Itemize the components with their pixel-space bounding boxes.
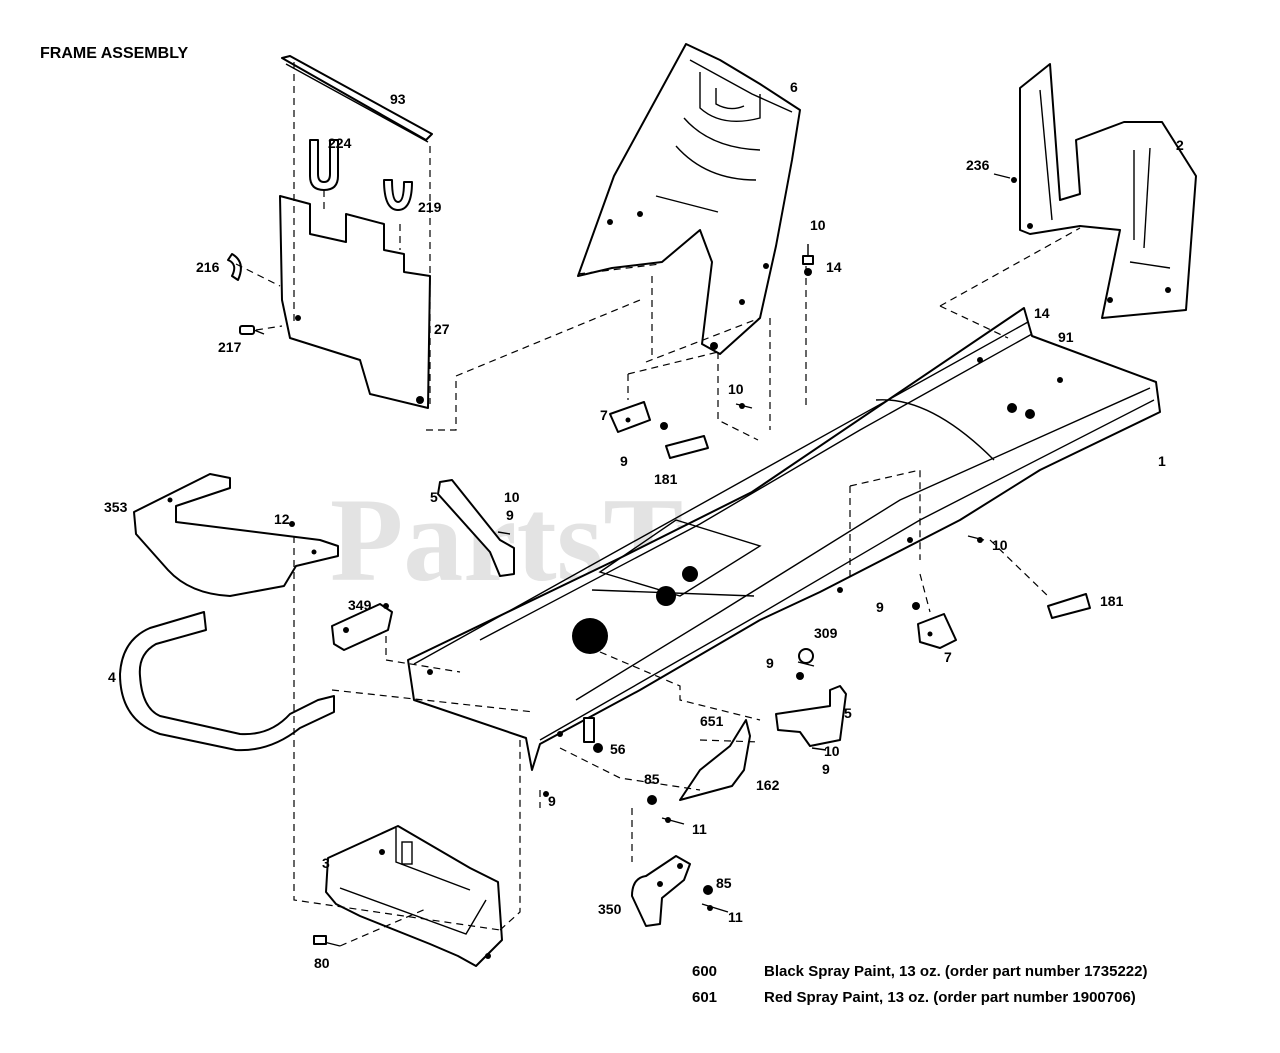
part-224-u-clip	[309, 139, 339, 191]
part-14-nut-a	[804, 268, 812, 276]
callout-93: 93	[390, 91, 406, 107]
callout-labels: 93 224 219 216 27 217 6 10 14 236 2 14 9…	[104, 79, 1184, 971]
note-text-601: Red Spray Paint, 13 oz. (order part numb…	[764, 989, 1136, 1006]
callout-9-b: 9	[506, 507, 514, 523]
part-162-guard	[679, 719, 751, 801]
part-11-bolt-b	[701, 903, 729, 913]
part-11-bolt-a	[661, 817, 685, 825]
callout-27: 27	[434, 321, 450, 337]
callout-350: 350	[598, 901, 622, 917]
callout-7-a: 7	[600, 407, 608, 423]
callout-80: 80	[314, 955, 330, 971]
callout-217: 217	[218, 339, 242, 355]
part-349-latch	[331, 603, 393, 651]
callout-85-a: 85	[644, 771, 660, 787]
part-6-dash-panel	[577, 43, 801, 355]
callout-10-e: 10	[824, 743, 840, 759]
part-216-grommet	[227, 253, 242, 281]
part-181-strip-a	[665, 435, 709, 459]
assembly-guide-lines	[235, 62, 1081, 947]
part-10-bolt-b	[735, 403, 753, 409]
callout-5-a: 5	[430, 489, 438, 505]
part-181-strip-b	[1047, 593, 1091, 619]
part-353-footrest-plate	[133, 473, 339, 597]
callout-56: 56	[610, 741, 626, 757]
callout-12: 12	[274, 511, 290, 527]
note-text-600: Black Spray Paint, 13 oz. (order part nu…	[764, 963, 1147, 980]
callout-1: 1	[1158, 453, 1166, 469]
callout-10-c: 10	[504, 489, 520, 505]
part-236-bolt	[993, 173, 1017, 183]
callout-353: 353	[104, 499, 128, 515]
part-85-nut-a	[647, 795, 657, 805]
callout-3: 3	[322, 855, 330, 871]
callout-216: 216	[196, 259, 220, 275]
callout-309: 309	[814, 625, 838, 641]
part-2-rear-plate	[1019, 63, 1197, 319]
note-part-600: 600	[692, 963, 717, 980]
callout-85-b: 85	[716, 875, 732, 891]
callout-9-d: 9	[766, 655, 774, 671]
part-10-9-bolts-c	[497, 531, 511, 535]
callout-91: 91	[1058, 329, 1074, 345]
callout-10-b: 10	[728, 381, 744, 397]
callout-224: 224	[328, 135, 352, 151]
callout-10-a: 10	[810, 217, 826, 233]
callout-11-b: 11	[728, 909, 743, 925]
callout-162: 162	[756, 777, 780, 793]
part-7-bracket-a	[609, 401, 651, 433]
callout-349: 349	[348, 597, 372, 613]
part-10-bolt-e	[811, 747, 827, 751]
part-9-nut-d	[796, 672, 804, 680]
callout-219: 219	[418, 199, 442, 215]
diagram-title: FRAME ASSEMBLY	[40, 45, 188, 62]
callout-9-c: 9	[876, 599, 884, 615]
part-217-bolt	[239, 325, 265, 335]
callout-14-a: 14	[826, 259, 842, 275]
part-4-bumper-tube	[119, 611, 335, 752]
callout-5-b: 5	[844, 705, 852, 721]
callout-14-b: 14	[1034, 305, 1050, 321]
part-350-lever	[631, 855, 691, 927]
part-27-panel	[279, 195, 431, 409]
callout-181-a: 181	[654, 471, 678, 487]
part-7-bracket-b	[917, 613, 957, 649]
part-56-spacer	[583, 717, 603, 753]
part-10-bolt-d	[967, 535, 985, 543]
callout-9-a: 9	[620, 453, 628, 469]
callout-6: 6	[790, 79, 798, 95]
part-309-spacer	[797, 648, 815, 667]
callout-7-b: 7	[944, 649, 952, 665]
part-80-bolt	[313, 935, 341, 947]
part-12-screw	[289, 521, 295, 527]
part-3-battery-tray	[325, 825, 503, 967]
part-5-brace-b	[775, 685, 847, 747]
callout-10-d: 10	[992, 537, 1008, 553]
part-85-nut-b	[703, 885, 713, 895]
part-10-bolt-a	[802, 244, 814, 265]
callout-651: 651	[700, 713, 724, 729]
part-9-nut-f	[543, 791, 549, 797]
paint-notes: 600 Black Spray Paint, 13 oz. (order par…	[692, 963, 1147, 1006]
callout-9-f: 9	[548, 793, 556, 809]
callout-2: 2	[1176, 137, 1184, 153]
callout-11-a: 11	[692, 821, 707, 837]
part-93-strip	[281, 55, 433, 143]
part-219-clip	[383, 179, 413, 211]
part-1-main-frame	[407, 307, 1161, 771]
callout-9-e: 9	[822, 761, 830, 777]
callout-4: 4	[108, 669, 116, 685]
part-9-nut-a	[660, 422, 668, 430]
part-5-brace-a	[437, 479, 515, 577]
callout-181-b: 181	[1100, 593, 1124, 609]
part-9-nut-c	[912, 602, 920, 610]
callout-236: 236	[966, 157, 990, 173]
note-part-601: 601	[692, 989, 717, 1006]
